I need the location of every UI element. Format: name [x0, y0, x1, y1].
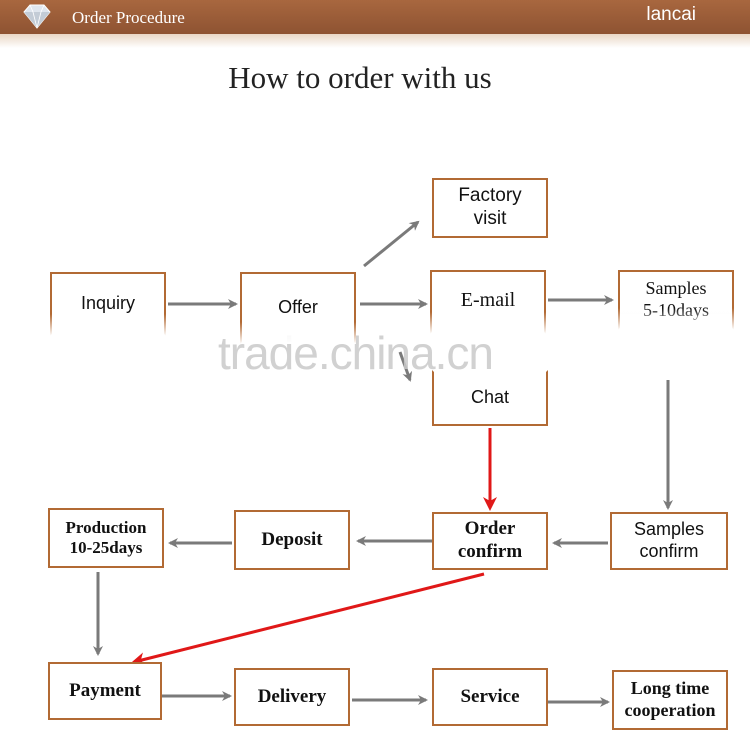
node-email: E-mail [430, 270, 546, 334]
banner-bar [0, 0, 750, 34]
node-inquiry: Inquiry [50, 272, 166, 336]
page-title: How to order with us [228, 60, 492, 95]
diamond-icon [23, 4, 51, 29]
node-deposit: Deposit [234, 510, 350, 570]
node-offer: Offer [240, 272, 356, 344]
node-factory-visit: Factory visit [432, 178, 548, 238]
node-payment: Payment [48, 662, 162, 720]
node-order-confirm: Order confirm [432, 512, 548, 570]
arrow-order-payment [131, 572, 485, 667]
node-delivery: Delivery [234, 668, 350, 726]
banner-title: Order Procedure [72, 8, 185, 27]
banner-brand: lancai [646, 4, 696, 25]
header-banner: Order Procedure lancai [0, 0, 750, 48]
node-service: Service [432, 668, 548, 726]
node-samples-days: Samples 5-10days [618, 270, 734, 330]
node-chat: Chat [432, 370, 548, 426]
arrow-offer-factory [363, 220, 420, 268]
node-samples-confirm: Samples confirm [610, 512, 728, 570]
banner-stripe [0, 34, 750, 48]
arrow-offer-chat [398, 351, 413, 382]
node-production: Production 10-25days [48, 508, 164, 568]
node-long-time: Long time cooperation [612, 670, 728, 730]
